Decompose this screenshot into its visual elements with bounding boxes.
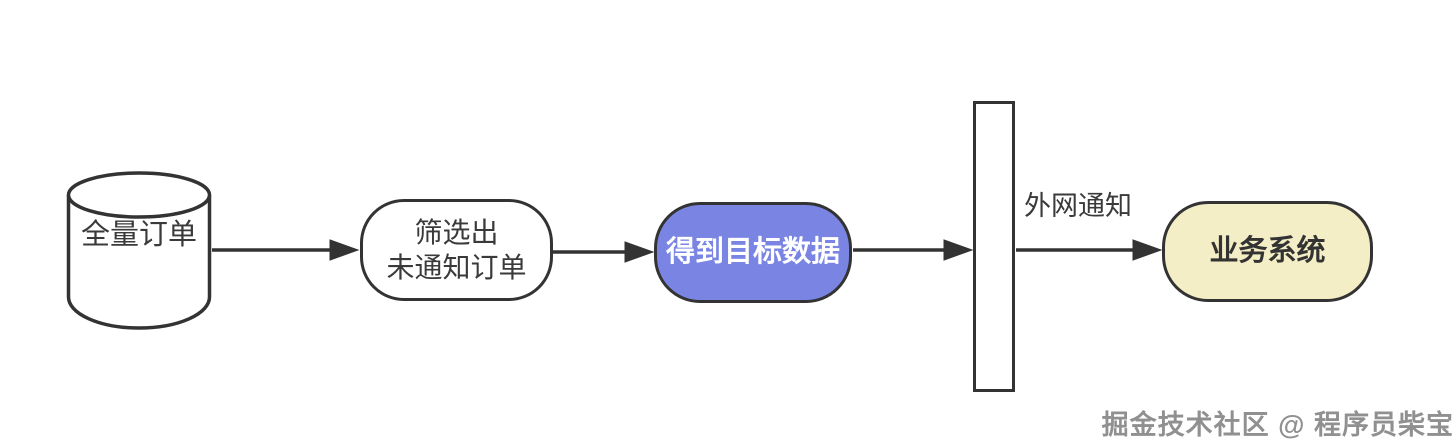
node-business: 业务系统: [1162, 201, 1373, 302]
database-cylinder-icon: [66, 171, 212, 330]
watermark: 掘金技术社区 @ 程序员柴宝: [1101, 410, 1454, 440]
arrow-filter-to-target: [553, 241, 655, 263]
node-database-label: 全量订单: [80, 219, 197, 251]
arrow-target-to-barrier: [853, 239, 974, 261]
node-filter-label: 筛选出 未通知订单: [386, 217, 527, 283]
node-filter: 筛选出 未通知订单: [360, 199, 553, 301]
arrow-database-to-filter: [212, 239, 360, 261]
node-database: 全量订单: [66, 171, 212, 331]
node-target: 得到目标数据: [654, 202, 852, 303]
node-business-label: 业务系统: [1209, 235, 1326, 267]
barrier-rect: [973, 101, 1015, 392]
node-target-label: 得到目标数据: [665, 236, 840, 268]
arrow-barrier-to-business: [1016, 239, 1163, 261]
edge-label-external-notify: 外网通知: [1024, 191, 1132, 221]
